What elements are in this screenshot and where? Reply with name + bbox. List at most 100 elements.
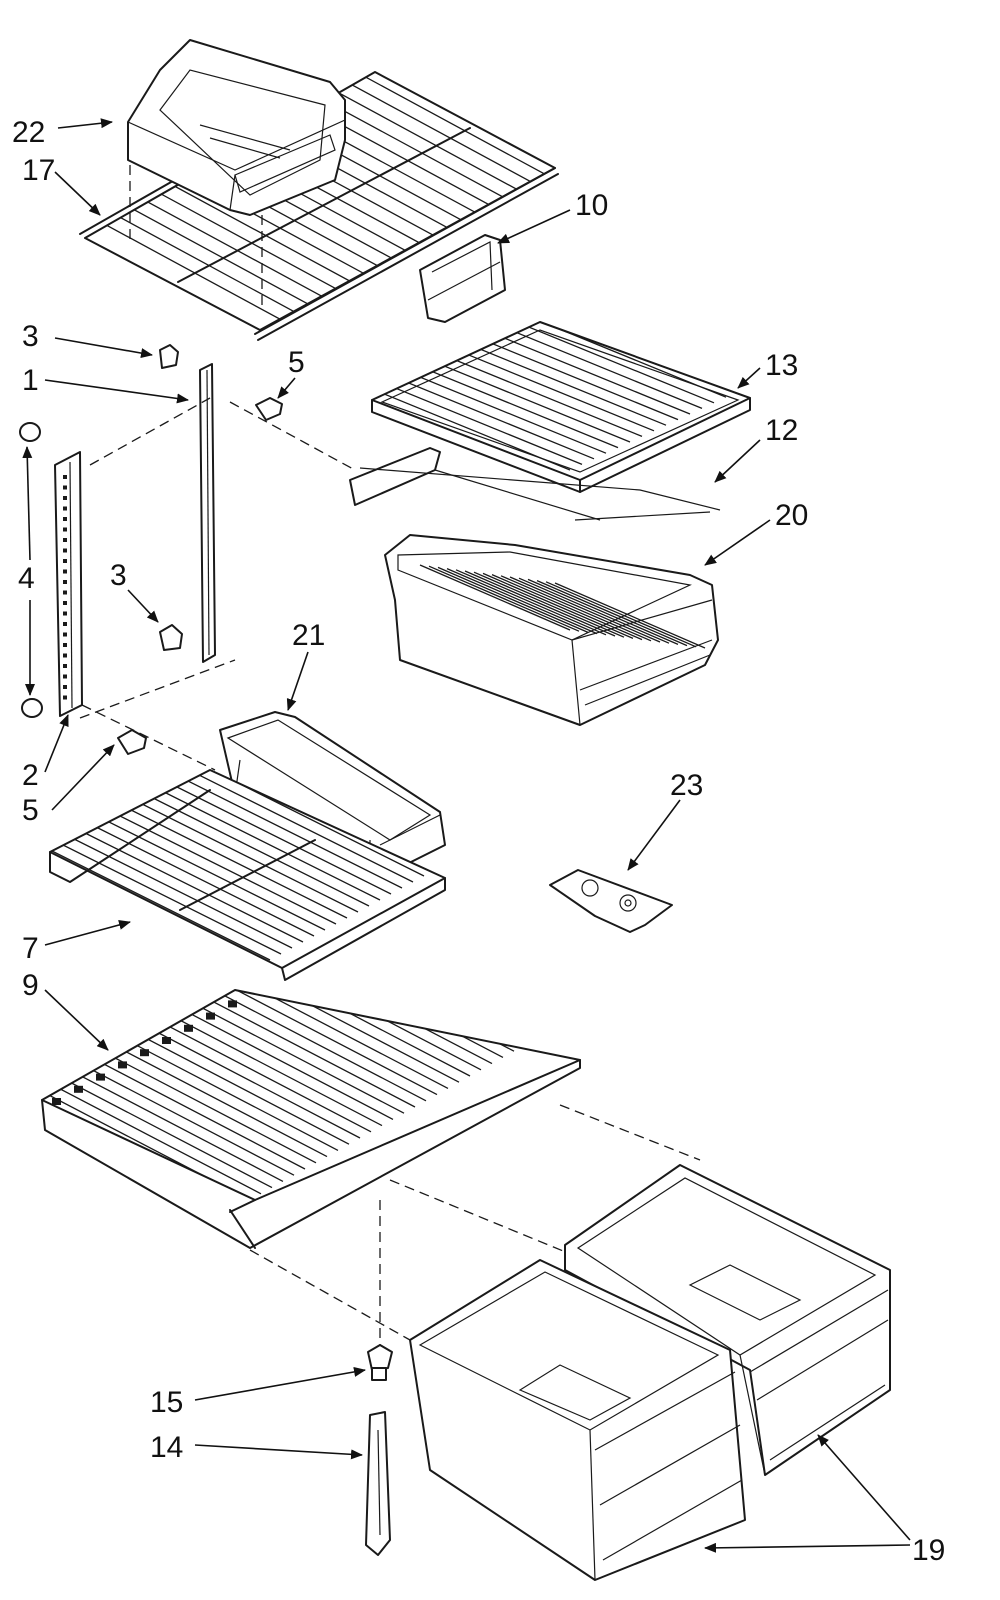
grid-line <box>397 356 619 449</box>
grid-line <box>423 72 555 133</box>
grid-line <box>545 581 697 648</box>
grid-line <box>428 565 580 632</box>
cover-slot <box>52 1098 61 1105</box>
grid-line <box>437 566 589 633</box>
grid-line <box>601 322 750 354</box>
grid-line <box>117 791 359 913</box>
ladder-slot <box>63 674 67 679</box>
grid-line <box>493 72 555 95</box>
grid-line <box>500 575 652 642</box>
ladder-slot <box>63 653 67 658</box>
cover-slot <box>184 1024 193 1032</box>
grid-line <box>139 779 381 901</box>
crisper-drawer-20 <box>384 534 719 726</box>
grid-line <box>385 362 607 454</box>
callout-3-lower: 3 <box>110 559 127 592</box>
grid-line <box>446 568 598 635</box>
ladder-slot <box>63 695 67 700</box>
cover-slot <box>96 1073 105 1081</box>
grid-line <box>625 322 750 342</box>
grid-line <box>493 322 715 404</box>
grid-line <box>507 72 555 88</box>
ladder-slot <box>63 485 67 490</box>
callout-20: 20 <box>775 499 808 532</box>
grid-line <box>96 1036 328 1158</box>
callout-5-lower: 5 <box>22 794 39 827</box>
grid-line <box>465 72 555 111</box>
cap-4-lower <box>21 698 43 718</box>
callout-2: 2 <box>22 759 39 792</box>
grid-line <box>433 340 655 432</box>
drawer-19-left <box>409 1259 746 1581</box>
bin-22 <box>127 39 346 305</box>
support-14 <box>365 1411 391 1556</box>
grid-line <box>482 572 634 639</box>
grid-line <box>613 322 750 348</box>
ladder-slot <box>63 601 67 605</box>
grid-line <box>674 229 894 319</box>
shelf-ladder-1 <box>199 363 216 663</box>
grid-line <box>50 839 271 961</box>
grid-line <box>722 206 942 296</box>
ladder-slot <box>63 643 67 647</box>
grid-line <box>74 1048 306 1170</box>
grid-line <box>206 990 438 1096</box>
grid-line <box>140 1011 372 1133</box>
grid-line <box>239 990 471 1077</box>
grid-line <box>527 578 679 645</box>
callout-15: 15 <box>150 1386 183 1419</box>
callout-21: 21 <box>292 619 325 652</box>
shelf-ladder-2 <box>54 451 83 717</box>
callout-23: 23 <box>670 769 703 802</box>
roller-15 <box>367 1344 393 1381</box>
grid-line <box>535 72 555 73</box>
grid-line <box>479 72 555 103</box>
grid-line <box>518 577 670 644</box>
cover-slot <box>74 1085 83 1093</box>
ladder-slot <box>63 548 67 553</box>
grid-line <box>84 809 326 931</box>
grid-line <box>491 574 643 641</box>
shelf-13 <box>371 206 942 493</box>
callout-10: 10 <box>575 189 608 222</box>
ladder-slot <box>63 611 67 616</box>
pin-5-lower <box>117 729 147 755</box>
grid-line <box>455 569 607 636</box>
grid-line <box>373 368 595 460</box>
callout-3-upper: 3 <box>22 320 39 353</box>
ladder-slot <box>63 527 67 532</box>
grid-line <box>128 785 370 907</box>
grid-line <box>554 582 706 649</box>
grid-line <box>521 72 555 80</box>
grid-line <box>451 72 555 118</box>
ladder-slot <box>63 590 67 595</box>
bracket-23 <box>549 869 673 933</box>
grid-line <box>95 803 337 925</box>
callout-7: 7 <box>22 932 39 965</box>
callout-1: 1 <box>22 364 39 397</box>
grid-line <box>62 821 304 943</box>
leader-arrows <box>22 118 911 1553</box>
grid-line <box>372 373 583 466</box>
grid-line <box>73 815 315 937</box>
ladder-slot <box>63 517 67 521</box>
ladder-slot <box>63 506 67 511</box>
callout-13: 13 <box>765 349 798 382</box>
grid-line <box>421 345 643 438</box>
grid-line <box>437 72 555 126</box>
grid-line <box>686 223 906 313</box>
grid-line <box>550 0 790 64</box>
grid-line <box>217 990 449 1089</box>
callout-9: 9 <box>22 969 39 1002</box>
shelf-frame-12 <box>349 447 721 521</box>
grid-line <box>419 564 571 631</box>
grid-line <box>536 580 688 647</box>
ladder-slot <box>63 569 67 574</box>
ladder-slot <box>63 664 67 668</box>
grid-line <box>228 990 460 1083</box>
ladder-slot <box>63 685 67 689</box>
grid-line <box>445 334 667 426</box>
callout-22: 22 <box>12 116 45 149</box>
cover-slot <box>206 1012 215 1020</box>
callout-14: 14 <box>150 1431 183 1464</box>
